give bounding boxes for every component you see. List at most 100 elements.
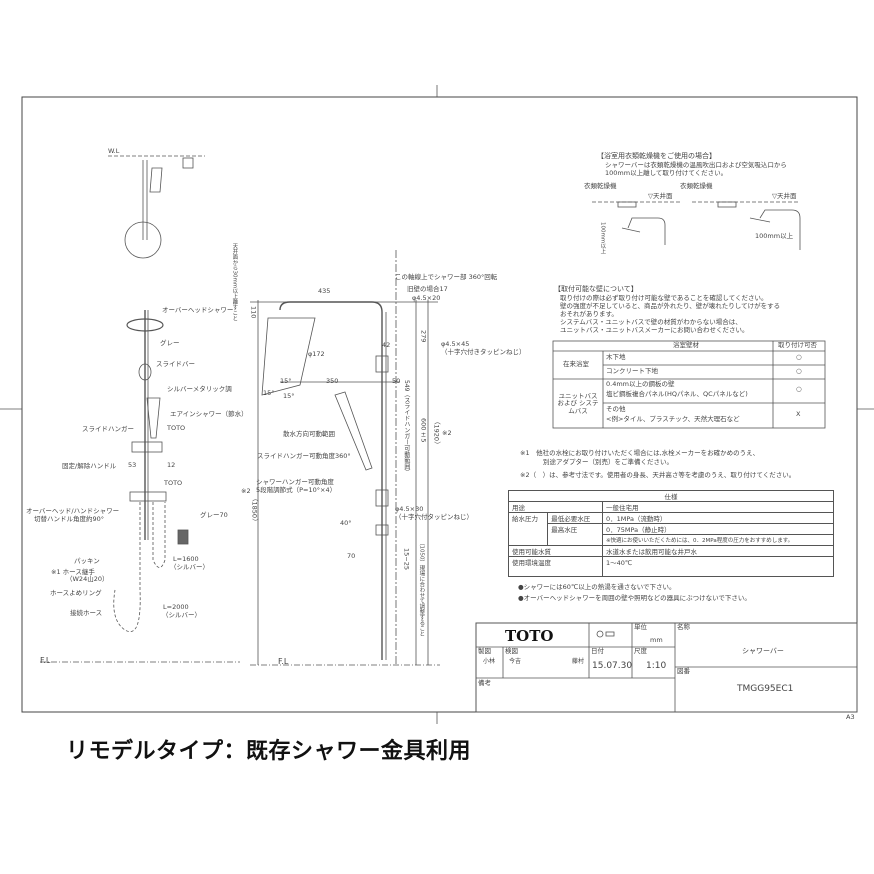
- fl-label-right: F.L: [278, 657, 289, 666]
- label-overhead: オーバーヘッドシャワー: [162, 306, 234, 314]
- remarks-label: 備考: [478, 679, 491, 687]
- note-screw20: φ4.5×20: [412, 294, 441, 302]
- wall-ok-1: ○: [796, 353, 802, 361]
- note-wall17: 旧壁の場合17: [407, 285, 448, 293]
- dim-15-25: 15~25: [402, 548, 411, 570]
- wall-ok-2: ○: [796, 367, 802, 375]
- note-spray-range: 散水方向可動範囲: [283, 430, 335, 438]
- label-switch1: オーバーヘッド/ハンドシャワー: [26, 507, 120, 515]
- warning-1: ●シャワーには60℃以上の熱湯を通さないで下さい。: [518, 583, 676, 591]
- dim-350: 350: [326, 377, 339, 385]
- dwg-number: TMGG95EC1: [737, 684, 794, 694]
- label-slide-bar: スライドバー: [156, 360, 195, 368]
- dim-53: 53: [128, 461, 137, 469]
- dim-15c: 15°: [283, 392, 295, 400]
- drawn-by: 小林: [483, 658, 496, 665]
- paper-size: A3: [846, 713, 855, 721]
- wall-line-2: 壁の強度が不足していると、商品が外れたり、壁が壊れたりしてけがをする: [560, 302, 781, 310]
- dim-600: 600±5: [419, 418, 428, 443]
- dim-279: 279: [419, 330, 428, 343]
- note-screw45-sub: （十字穴付きタッピンねじ）: [441, 348, 526, 356]
- warning-2: ●オーバーヘッドシャワーを周囲の壁や照明などの器具にぶつけないで下さい。: [518, 594, 751, 602]
- ceiling-note: 天井面から30mm以上離すこと: [231, 243, 238, 322]
- fl-label-left: F.L: [40, 656, 51, 665]
- dryer-text1: シャワーバーは衣類乾燥機の温風吹出口および空気吸込口から: [605, 161, 787, 169]
- label-l2000: L=2000: [163, 603, 189, 611]
- label-l1600: L=1600: [173, 555, 199, 563]
- spec-max-label: 最高水圧: [547, 523, 603, 546]
- label-l2000-sub: （シルバー）: [162, 611, 201, 619]
- product-name: シャワーバー: [742, 647, 784, 655]
- wall-ok-4: X: [796, 410, 801, 418]
- wall-header-material: 浴室壁材: [673, 341, 699, 349]
- dryer-title: 【浴室用衣類乾燥機をご使用の場合】: [597, 152, 716, 160]
- label-air-shower: エアインシャワー（節水）: [170, 410, 248, 418]
- wall-group-1: 在来浴室: [563, 360, 589, 368]
- dwg-label: 図番: [677, 667, 690, 675]
- dim-15b: 15°: [263, 389, 275, 397]
- dim-1920: （1920）: [432, 418, 441, 448]
- spec-recommend: ※快適にお使いいただくためには、0．2MPa程度の圧力をおすすめします。: [601, 534, 835, 546]
- dim-12: 12: [167, 461, 176, 469]
- dim-549: 549（スライドハンガー可動範囲）: [402, 380, 410, 476]
- dim-435: 435: [318, 287, 331, 295]
- dryer-text2: 100mm以上離して取り付けてください。: [605, 169, 728, 177]
- label-slide-hanger: スライドハンガー: [82, 425, 134, 433]
- spec-max: 0．75MPa（静止時）: [601, 523, 835, 535]
- checked-by-2: 藤村: [572, 658, 585, 665]
- wall-line-4: システムバス・ユニットバスで壁の材質がわからない場合は、: [560, 318, 742, 326]
- label-gray70: グレー70: [200, 511, 228, 519]
- wall-group-2: ユニットバス および システムバス: [557, 392, 599, 415]
- wall-header-ok: 取り付け可否: [778, 341, 817, 349]
- note-rotate: この軸線上でシャワー部 360°回転: [395, 273, 498, 281]
- scale-value: 1:10: [646, 661, 667, 671]
- label-conn-hose: 接続ホース: [70, 609, 103, 617]
- note-1a: ※1 他社の水栓にお取り付けいただく場合には,水栓メーカーをお確かめのうえ、: [520, 449, 760, 457]
- unit-value: mm: [650, 636, 663, 644]
- ceiling-label-2: ▽天井面: [772, 192, 797, 200]
- wall-material-2: コンクリート下地: [606, 367, 658, 375]
- dim-phi172: φ172: [308, 350, 325, 358]
- date-label: 日付: [591, 647, 604, 655]
- spec-water-label: 使用可能水質: [508, 545, 603, 557]
- label-silver: シルバーメタリック調: [167, 385, 232, 393]
- note-hanger-angle: シャワーハンガー可動角度: [256, 478, 334, 486]
- wall-line-1: 取り付けの際は必ず取り付け可能な壁であることを確認してください。: [560, 294, 768, 302]
- drawn-label: 製図: [478, 647, 491, 655]
- note-screw30-sub: （十字穴付タッピンねじ）: [395, 513, 473, 521]
- ceiling-label-1: ▽天井面: [648, 192, 673, 200]
- checked-by-1: 今吉: [509, 658, 522, 665]
- dim-1850: （1850）: [250, 495, 259, 525]
- spec-pressure-label: 給水圧力: [507, 512, 549, 546]
- note-hanger360: スライドハンガー可動角度360°: [257, 452, 351, 460]
- wall-material-3: 0.4mm以上の鋼板の壁: [606, 380, 675, 388]
- mark-2b: ※2: [241, 487, 251, 495]
- spec-temp-label: 使用環境温度: [508, 556, 603, 577]
- wall-title: 【取付可能な壁について】: [554, 285, 638, 293]
- spec-use: 一般住宅用: [601, 501, 835, 513]
- dim-70: 70: [347, 552, 356, 560]
- caption: リモデルタイプ：既存シャワー金具利用: [66, 739, 472, 764]
- dryer-label-1: 衣類乾燥機: [584, 182, 617, 190]
- wall-line-5: ユニットバス・ユニットバスメーカーにお問い合わせください。: [560, 326, 749, 334]
- date-value: 15.07.30: [592, 661, 633, 671]
- spec-water: 水道水または飲用可能な井戸水: [601, 545, 835, 557]
- label-l1600-sub: （シルバー）: [170, 563, 209, 571]
- wall-material-3b: 塩ビ鋼板複合パネル(HQパネル、QCパネルなど): [606, 390, 748, 398]
- spec-title: 仕様: [508, 490, 834, 502]
- dim-42: 42: [382, 341, 391, 349]
- mark-2a: ※2: [442, 429, 452, 437]
- spec-temp: 1～40℃: [601, 556, 835, 577]
- label-toto2: TOTO: [164, 479, 183, 487]
- note-screw45: φ4.5×45: [441, 340, 470, 348]
- toto-logo: TOTO: [505, 627, 554, 645]
- dim-40: 40°: [340, 519, 352, 527]
- wall-ok-3: ○: [796, 385, 802, 393]
- unit-label: 単位: [634, 623, 647, 631]
- wall-line-3: おそれがあります。: [560, 310, 618, 318]
- checked-label: 検図: [505, 647, 518, 655]
- dryer-label-2: 衣類乾燥機: [680, 182, 713, 190]
- dim-50: 50: [392, 377, 401, 385]
- note-screw30: φ4.5×30: [395, 505, 424, 513]
